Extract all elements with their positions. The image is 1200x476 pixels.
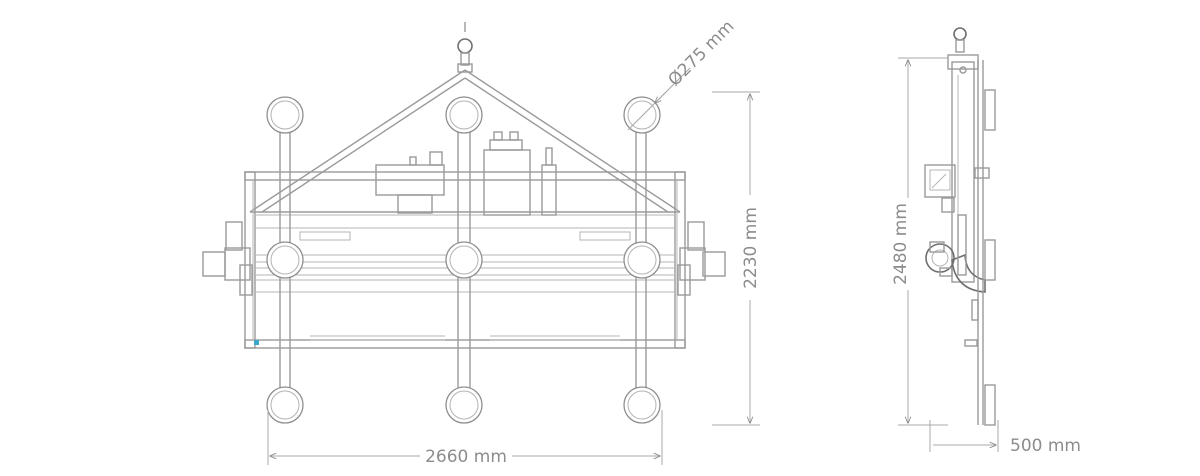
side-motor [925,241,955,277]
depth-label: 500 mm [1010,436,1081,456]
height-label-side: 2480 mm [891,203,911,285]
suction-cups [266,96,661,424]
side-motor-right [677,221,726,296]
depth-dimension: 500 mm [929,420,1081,456]
suction-cup [266,241,304,279]
suction-cup [623,241,661,279]
lifting-triangle [249,69,681,213]
vacuum-pump [375,131,557,216]
height-dimension-front: 2230 mm [712,91,761,426]
side-gauge [924,164,956,213]
suction-cup [623,386,661,424]
side-view: 2480 mm 500 mm [891,27,1081,456]
suction-cup [445,386,483,424]
width-label: 2660 mm [425,447,507,467]
width-dimension: 2660 mm [267,410,663,467]
side-plate [964,60,996,426]
side-hook [953,27,967,53]
front-view: 2660 mm 2230 mm Ø275 mm [202,17,761,467]
diameter-label: Ø275 mm [665,17,739,91]
lifting-hook [457,22,473,73]
diameter-callout: Ø275 mm [627,17,739,131]
height-label-front: 2230 mm [741,207,761,289]
side-motor-left [202,221,253,296]
main-frame [244,171,686,349]
suction-cup [445,241,483,279]
suction-cup [266,96,304,134]
suction-cup [266,386,304,424]
suction-cup [445,96,483,134]
height-dimension-side: 2480 mm [891,57,948,426]
suction-cup [623,96,661,134]
